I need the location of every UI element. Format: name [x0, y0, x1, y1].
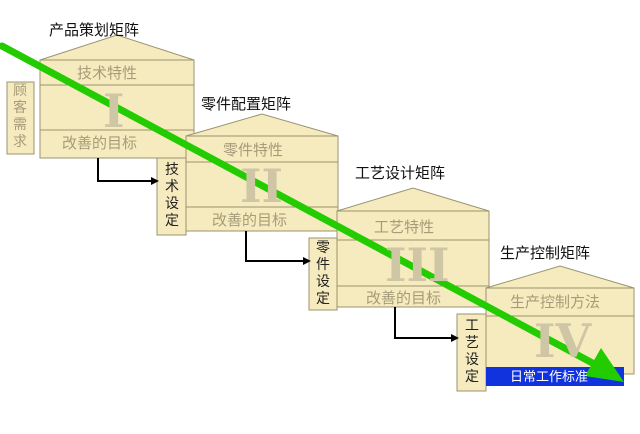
- house-3-numeral: III: [385, 238, 450, 292]
- side-box-1: [6, 81, 35, 155]
- house-4: [485, 265, 635, 375]
- house-1-top-label: 技术特性: [77, 64, 138, 82]
- side-box-3-text: 零件设定: [316, 240, 330, 307]
- green-arrowhead: [585, 348, 624, 382]
- side-box-1-text: 顾客需求: [13, 83, 27, 150]
- house-3-top-label: 工艺特性: [374, 218, 435, 236]
- house-1-title: 产品策划矩阵: [49, 21, 140, 39]
- connector-2: [245, 231, 311, 265]
- connector-3: [394, 307, 459, 342]
- connector-1: [97, 158, 159, 185]
- green-arrow-line: [0, 42, 602, 370]
- house-3-title: 工艺设计矩阵: [355, 164, 446, 182]
- house-4-bottom-label: 日常工作标准: [510, 370, 589, 385]
- house-1-numeral: I: [103, 84, 125, 138]
- house-4-numeral: IV: [534, 314, 592, 368]
- house-2-numeral: II: [240, 159, 284, 213]
- house-1-bottom-label: 改善的目标: [62, 134, 138, 152]
- house-3-bottom-label: 改善的目标: [366, 289, 442, 307]
- side-box-3: [308, 237, 338, 311]
- house-2-bottom-label: 改善的目标: [212, 211, 288, 229]
- side-box-2: [156, 157, 187, 236]
- side-box-4: [456, 313, 487, 392]
- house-2-title: 零件配置矩阵: [201, 95, 292, 113]
- house-4-title: 生产控制矩阵: [500, 244, 591, 262]
- house-2-top-label: 零件特性: [223, 141, 284, 159]
- side-box-2-text: 技术设定: [165, 162, 179, 229]
- house-4-top-label: 生产控制方法: [510, 293, 601, 311]
- side-box-4-text: 工艺设定: [465, 318, 479, 385]
